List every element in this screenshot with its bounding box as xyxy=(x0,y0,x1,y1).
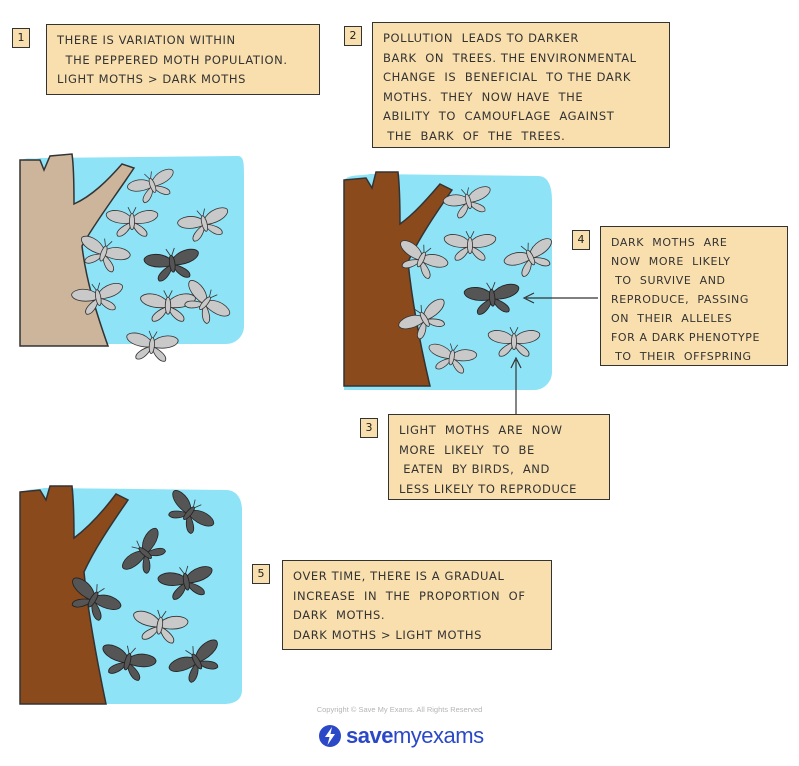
step-2-line: CHANGE IS BENEFICIAL TO THE DARK xyxy=(383,70,632,84)
arrow-head xyxy=(510,356,522,369)
step-5-number: 5 xyxy=(252,564,270,584)
step-4-number: 4 xyxy=(572,230,590,250)
step-4-line: TO THEIR OFFSPRING xyxy=(611,350,752,363)
brand-bold: save xyxy=(346,723,393,748)
step-2-line: ABILITY TO CAMOUFLAGE AGAINST xyxy=(383,109,615,123)
step-1-line: THE PEPPERED MOTH POPULATION. xyxy=(57,52,288,67)
step-3-line: LIGHT MOTHS ARE NOW xyxy=(399,423,563,437)
step-4-line: FOR A DARK PHENOTYPE xyxy=(611,331,761,344)
dark-bark-tree xyxy=(19,485,130,705)
step-4-line: TO SURVIVE AND xyxy=(611,274,726,287)
step-2-note: POLLUTION LEADS TO DARKER BARK ON TREES.… xyxy=(372,22,670,148)
step-5-line: INCREASE IN THE PROPORTION OF xyxy=(293,588,526,603)
step-4-line: NOW MORE LIKELY xyxy=(611,255,731,268)
step-1-line: LIGHT MOTHS > DARK MOTHS xyxy=(57,72,246,86)
arrow-head xyxy=(522,292,535,304)
step-3-line: LESS LIKELY TO REPRODUCE xyxy=(399,481,578,496)
step-1-line: THERE IS VARIATION WITHIN xyxy=(57,33,236,47)
step-2-line: THE BARK OF THE TREES. xyxy=(383,128,566,143)
copyright-text: Copyright © Save My Exams. All Rights Re… xyxy=(316,705,483,714)
step-3-line: EATEN BY BIRDS, AND xyxy=(399,462,550,476)
lightning-bolt-icon xyxy=(319,725,341,747)
scene-3 xyxy=(19,485,242,705)
step-5-line: DARK MOTHS. xyxy=(293,608,386,622)
step-4-line: REPRODUCE, PASSING xyxy=(611,293,749,306)
brand-wordmark: savemyexams xyxy=(346,723,484,749)
brand-rest: myexams xyxy=(392,723,484,748)
step-3-line: MORE LIKELY TO BE xyxy=(399,442,535,457)
step-2-line: BARK ON TREES. THE ENVIRONMENTAL xyxy=(383,50,637,65)
step-4-line: ON THEIR ALLELES xyxy=(611,312,733,325)
step-5-note: OVER TIME, THERE IS A GRADUAL INCREASE I… xyxy=(282,560,552,650)
step-4-line: DARK MOTHS ARE xyxy=(611,236,728,249)
step-1-number: 1 xyxy=(12,28,30,48)
step-4-note: DARK MOTHS ARE NOW MORE LIKELY TO SURVIV… xyxy=(600,226,788,366)
step-5-line: DARK MOTHS > LIGHT MOTHS xyxy=(293,627,482,642)
step-2-line: POLLUTION LEADS TO DARKER xyxy=(383,31,580,45)
brand-logo: savemyexams xyxy=(318,722,484,750)
step-2-number: 2 xyxy=(344,26,362,46)
step-3-number: 3 xyxy=(360,418,378,438)
step-5-line: OVER TIME, THERE IS A GRADUAL xyxy=(293,569,505,583)
step-2-line: MOTHS. THEY NOW HAVE THE xyxy=(383,89,584,104)
scene-1 xyxy=(19,153,244,363)
scene-2 xyxy=(343,171,598,416)
step-3-note: LIGHT MOTHS ARE NOW MORE LIKELY TO BE EA… xyxy=(388,414,610,500)
step-1-note: THERE IS VARIATION WITHIN THE PEPPERED M… xyxy=(46,24,320,95)
